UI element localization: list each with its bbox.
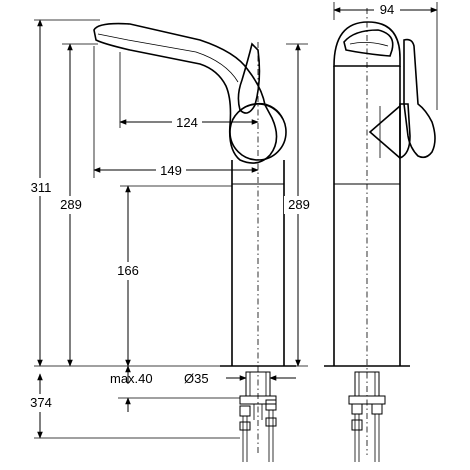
side-hose-fitting bbox=[351, 403, 363, 415]
side-spout-opening bbox=[343, 29, 394, 57]
side-spout-outline bbox=[333, 21, 401, 67]
label-bg bbox=[172, 114, 202, 130]
spout-outline bbox=[93, 22, 278, 164]
dim-label-124: 124 bbox=[176, 115, 198, 130]
dim-label-311: 311 bbox=[31, 180, 52, 195]
dim-label-max40: max.40 bbox=[110, 371, 153, 386]
label-bg bbox=[24, 394, 58, 412]
body-outline bbox=[231, 160, 285, 366]
label-bg bbox=[112, 262, 146, 280]
front-dimensions: 311 289 166 374 max.40 124 149 289 bbox=[24, 19, 314, 439]
side-spout-inner bbox=[349, 42, 389, 47]
dim-label-374: 374 bbox=[30, 395, 52, 410]
handle-detail bbox=[231, 102, 287, 131]
hose-left-fitting bbox=[239, 405, 251, 417]
spout-inner-line bbox=[97, 33, 239, 83]
side-hose-nut bbox=[351, 419, 363, 431]
label-bg bbox=[156, 162, 186, 178]
side-dimensions: 94 bbox=[333, 2, 438, 110]
dim-label-d35: Ø35 bbox=[184, 371, 209, 386]
dim-label-94: 94 bbox=[380, 2, 394, 17]
dim-label-166: 166 bbox=[117, 263, 139, 278]
dim-label-289-right: 289 bbox=[288, 197, 310, 212]
label-bg bbox=[24, 178, 58, 196]
side-cone bbox=[368, 105, 401, 159]
hose-right-fitting bbox=[265, 399, 277, 411]
label-bg bbox=[374, 2, 400, 16]
side-view bbox=[324, 8, 436, 462]
label-bg bbox=[54, 196, 88, 214]
side-hose-fitting bbox=[371, 403, 383, 415]
hose-left-nut bbox=[239, 421, 251, 431]
side-lever-handle bbox=[403, 38, 436, 159]
front-view bbox=[93, 22, 296, 462]
side-mounting-nut bbox=[348, 395, 386, 405]
dim-label-289-left: 289 bbox=[60, 197, 82, 212]
label-bg bbox=[284, 196, 314, 214]
dim-label-149: 149 bbox=[160, 163, 182, 178]
lever-handle bbox=[237, 42, 261, 114]
hose-right-nut bbox=[265, 417, 277, 427]
side-cartridge bbox=[399, 103, 411, 160]
